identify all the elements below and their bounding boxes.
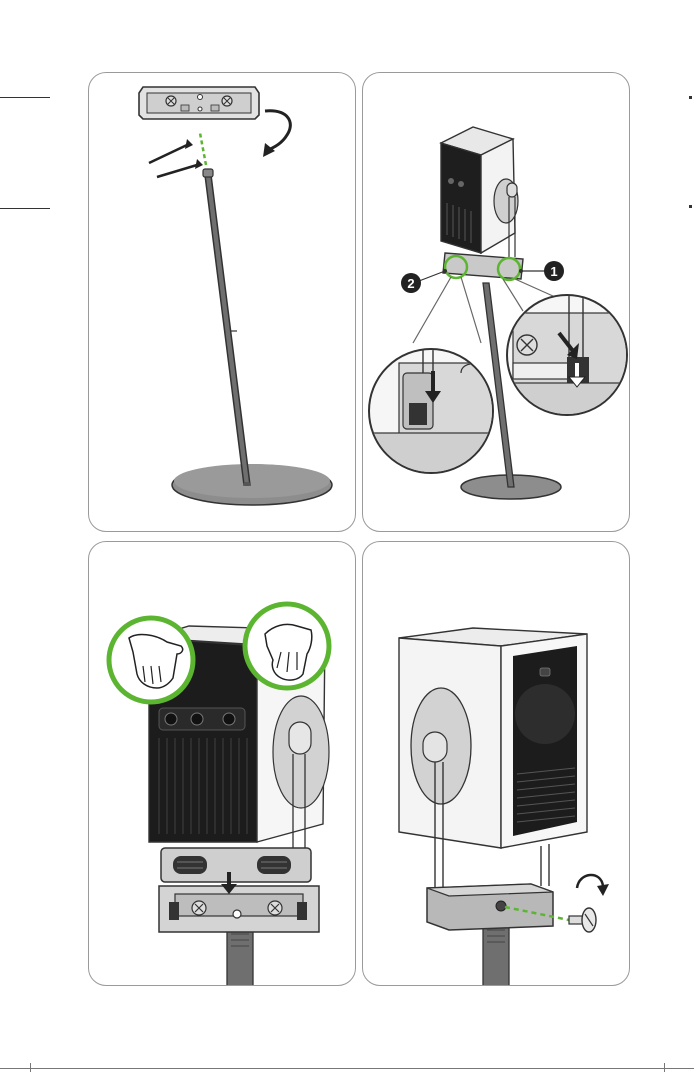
step-2-panel: 2 1 [362,72,630,532]
speaker-icon [441,127,518,257]
bracket-icon [139,87,259,119]
step-4-panel [362,541,630,986]
step-1-illustration [89,73,355,531]
callout-2-label: 2 [407,276,414,291]
bottom-rule [0,1068,694,1069]
step-4-illustration [363,542,629,985]
callout-1-label: 1 [550,264,557,279]
step-1-panel [88,72,356,532]
step-3-illustration [89,542,355,985]
hand-icon [109,618,193,702]
edge-line-top [0,97,50,98]
speaker-icon [399,628,587,888]
pole-icon [205,175,250,485]
step-3-panel [88,541,356,986]
screw-icon [569,908,596,932]
rotate-arrow-icon [265,111,290,151]
hand-icon [245,604,329,688]
crop-mark [30,1063,31,1072]
up-arrow-icon [149,145,187,163]
pole-icon [227,930,253,985]
step-2-illustration: 2 1 [363,73,629,531]
crop-mark [664,1063,665,1072]
edge-line-bottom [0,208,50,209]
edge-tick [689,96,692,99]
edge-tick [689,205,692,208]
lock-clip-icon [409,403,427,425]
dashed-guide-line [200,133,206,165]
pole-icon [483,926,509,985]
